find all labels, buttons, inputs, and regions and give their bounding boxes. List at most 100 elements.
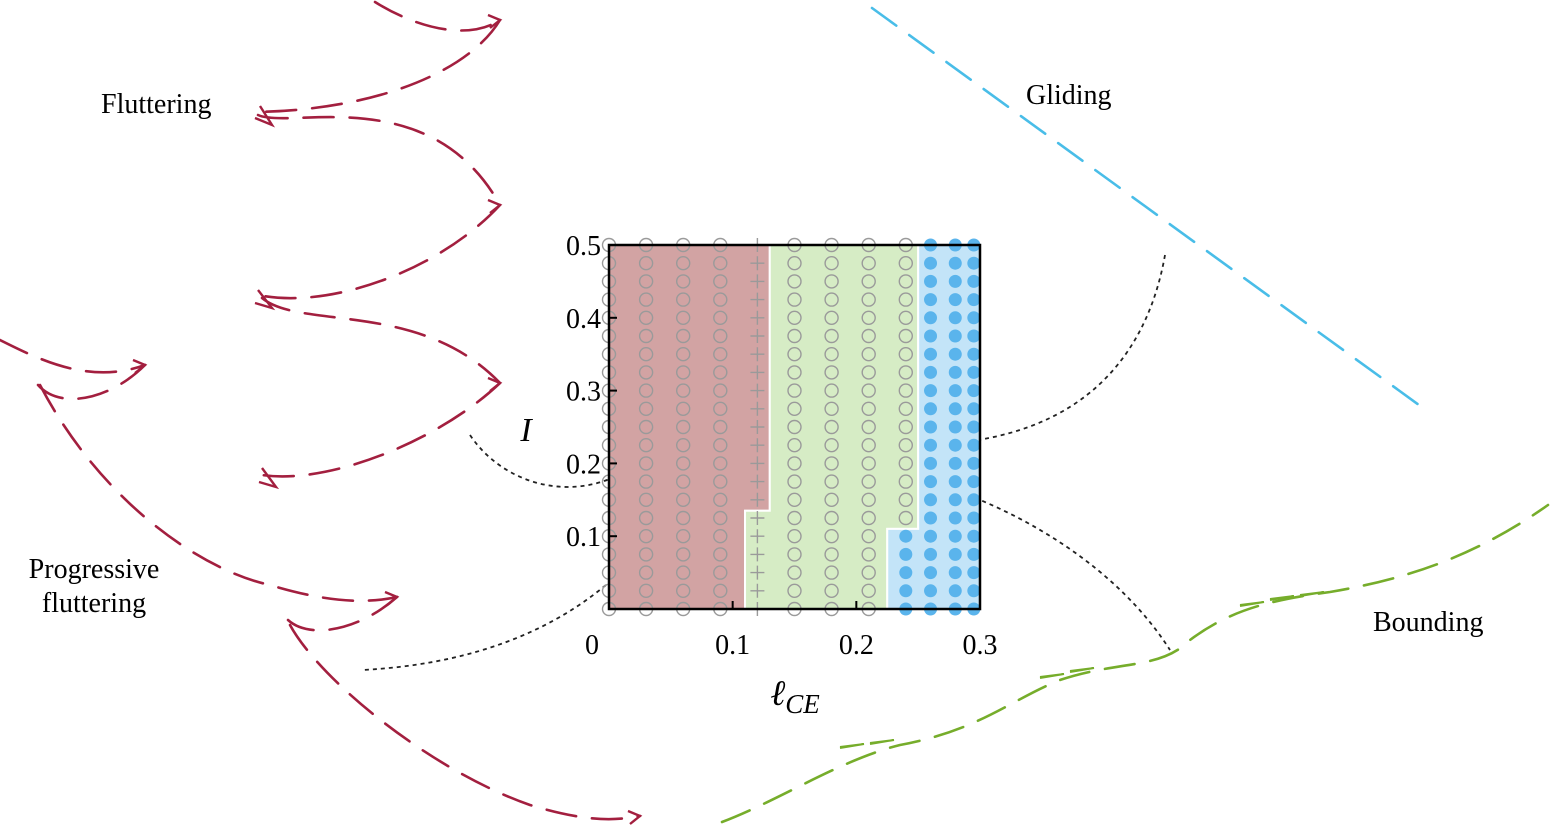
progressive-fluttering-trajectory [36,363,147,401]
point-filled [924,384,938,398]
point-plus [750,529,765,544]
point-open-circle [787,583,802,598]
point-open-circle [824,328,839,344]
trajectory-arrowhead [487,376,503,392]
point-open-circle [861,492,876,507]
point-open-circle [824,256,839,271]
point-open-circle [713,547,728,562]
point-open-circle [787,438,802,453]
point-open-circle [638,310,654,325]
point-open-circle [861,438,876,453]
point-open-circle [861,256,876,271]
y-tick-label: 0.1 [566,522,601,553]
point-open-circle [824,492,839,507]
x-tick-label: 0 [585,630,599,661]
point-open-circle [787,365,802,380]
point-open-circle [824,347,839,362]
fluttering-trajectory [256,203,502,300]
point-plus [750,401,765,416]
point-open-circle [638,401,654,416]
bounding-ricochet [1239,601,1265,607]
point-open-circle [713,456,728,471]
point-open-circle [824,274,839,289]
point-open-circle [898,347,913,362]
point-open-circle [824,510,839,526]
point-open-circle [713,274,728,289]
point-filled [948,584,962,598]
gliding-trajectory [870,6,1432,415]
point-open-circle [824,419,839,435]
progressive-fluttering-trajectory [38,383,399,603]
bounding-ricochet [839,743,865,749]
point-plus [750,329,765,343]
point-filled [899,584,913,598]
point-open-circle [898,419,913,435]
point-open-circle [898,401,913,416]
point-filled [924,311,938,325]
point-open-circle [713,256,728,271]
point-filled [924,529,938,543]
point-open-circle [676,292,691,307]
x-axis-label-sub: CE [785,689,820,719]
point-open-circle [638,529,654,544]
point-open-circle [713,419,728,435]
point-open-circle [787,310,802,325]
point-filled [967,274,981,288]
point-open-circle [824,474,839,489]
point-plus [750,274,765,289]
point-open-circle [638,328,654,344]
point-open-circle [824,529,839,544]
point-plus [750,547,765,562]
point-open-circle [676,529,691,544]
point-open-circle [898,474,913,489]
bounding-ricochet [1069,667,1095,673]
y-tick-label: 0.2 [566,449,601,480]
point-open-circle [638,438,654,453]
point-open-circle [713,474,728,489]
point-open-circle [713,383,728,398]
point-open-circle [824,365,839,380]
point-open-circle [676,438,691,453]
fluttering-trajectory [260,381,502,478]
point-open-circle [787,529,802,544]
point-filled [967,529,981,543]
y-tick-label: 0.5 [566,231,601,262]
point-filled [924,493,938,507]
point-open-circle [638,492,654,507]
x-tick-label: 0.1 [715,630,750,661]
point-open-circle [824,583,839,598]
point-filled [967,547,981,561]
point-filled [948,493,962,507]
point-filled [948,529,962,543]
point-open-circle [861,401,876,416]
point-open-circle [713,565,728,580]
point-open-circle [638,510,654,526]
point-open-circle [713,401,728,416]
point-open-circle [713,292,728,307]
point-open-circle [861,383,876,398]
point-filled [967,365,981,379]
point-plus [750,420,765,434]
point-open-circle [787,383,802,398]
point-filled [967,584,981,598]
point-open-circle [676,310,691,325]
y-tick-label: 0.4 [566,304,601,335]
point-open-circle [676,274,691,289]
point-filled [948,329,962,343]
point-open-circle [676,365,691,380]
point-open-circle [713,347,728,362]
x-tick-label: 0.3 [963,630,998,661]
label-progressive-line1: Progressive [28,554,160,585]
trajectory-arrowhead [384,590,400,606]
trajectory-arrowhead [254,289,276,311]
point-filled [967,384,981,398]
point-filled [948,475,962,489]
point-filled [948,456,962,470]
point-open-circle [787,456,802,471]
point-open-circle [787,274,802,289]
point-plus [750,256,765,271]
point-open-circle [638,274,654,289]
point-open-circle [676,456,691,471]
point-filled [948,256,962,270]
